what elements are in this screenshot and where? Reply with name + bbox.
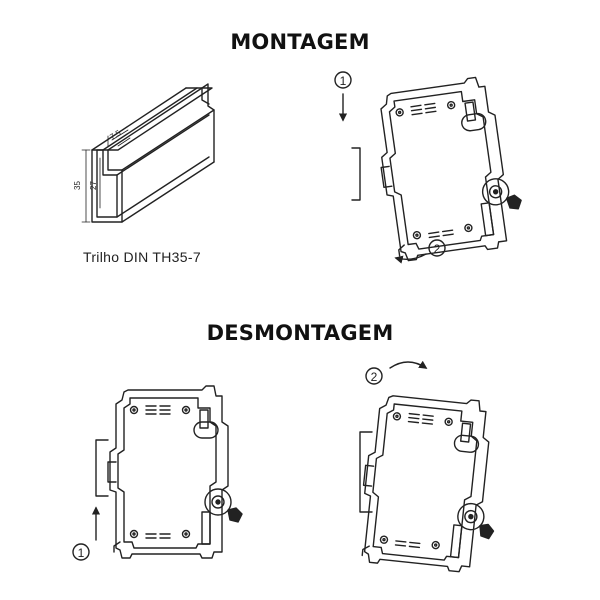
svg-text:1: 1: [340, 74, 347, 88]
mounting-breaker: [369, 72, 528, 264]
din-rail-drawing: 35 27 7.5: [73, 83, 215, 223]
dismounting-title: DESMONTAGEM: [206, 321, 394, 345]
dismount-breaker-1: [107, 385, 243, 559]
mounting-title: MONTAGEM: [230, 30, 370, 54]
mount-step2-marker: 2: [394, 239, 446, 264]
dismount-breaker-2: [354, 389, 508, 576]
din-rail-caption: Trilho DIN TH35-7: [83, 249, 201, 265]
svg-text:2: 2: [371, 370, 378, 384]
dismount-step1-marker: 1: [72, 506, 101, 561]
mount-step1-marker: 1: [334, 71, 352, 122]
dim-7-5-label: 7.5: [108, 128, 123, 142]
mount-rail-edge: [351, 147, 361, 201]
dismount-step2-marker: 2: [365, 360, 428, 385]
svg-text:2: 2: [434, 242, 441, 256]
dismount-rail-2: [359, 431, 373, 513]
dim-27-label: 27: [89, 181, 98, 190]
svg-text:1: 1: [78, 546, 85, 560]
dismount-rail-1: [95, 439, 109, 497]
dim-35-label: 35: [73, 181, 82, 190]
